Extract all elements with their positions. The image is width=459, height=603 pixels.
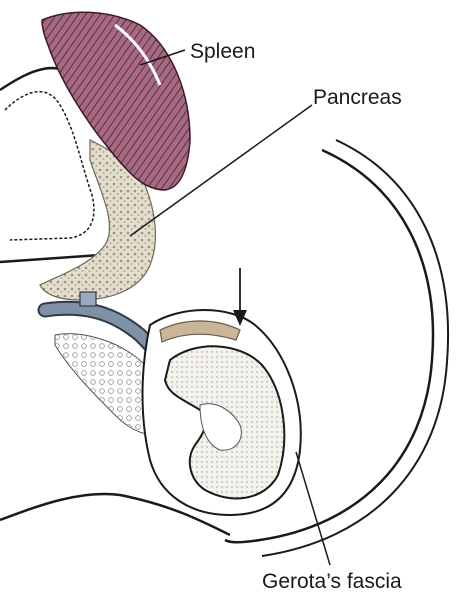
spleen-label: Spleen bbox=[190, 41, 255, 62]
right-abdominal-wall-inner bbox=[262, 140, 448, 556]
gerotas-fascia-label: Gerota’s fascia bbox=[262, 571, 402, 592]
vessel-clamp bbox=[80, 292, 96, 306]
stomach-wall bbox=[5, 92, 94, 240]
pancreas-label: Pancreas bbox=[313, 87, 402, 108]
